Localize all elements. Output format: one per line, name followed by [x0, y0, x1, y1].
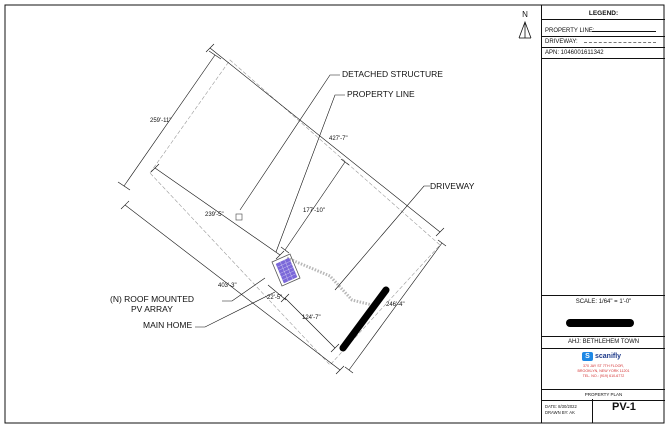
ahj: AHJ: BETHLEHEM TOWN: [542, 336, 665, 349]
pv-panel-row: [279, 267, 294, 274]
dim-177: 177'-10": [303, 208, 325, 214]
dim-246: 246'-4": [386, 302, 405, 308]
redacted-block: [566, 319, 634, 327]
label-property-line: PROPERTY LINE: [347, 89, 415, 99]
detached-structure: [235, 213, 243, 221]
company-address-2: BROOKLYN, NEW YORK 11201: [577, 369, 630, 373]
company-phone: TEL. NO.: (919) 610-6772: [582, 374, 625, 378]
pv-panel-column: [284, 259, 293, 280]
pv-panel-row: [282, 273, 296, 280]
dim-124: 124'-7": [302, 315, 321, 321]
label-main-home: MAIN HOME: [143, 320, 192, 330]
scale-note: SCALE: 1/64" = 1'-0": [542, 295, 665, 308]
leader-lines: [195, 74, 430, 328]
legend-driveway-swatch: [584, 42, 656, 43]
pv-array-grid: [277, 259, 296, 282]
pv-panel-row: [277, 261, 291, 268]
title-block: LEGEND: PROPERTY LINE: DRIVEWAY: APN: 10…: [541, 5, 665, 423]
date: DATE: 8/30/2022: [545, 404, 577, 409]
driveway-line: [286, 256, 373, 307]
legend-driveway-label: DRIVEWAY:: [545, 39, 578, 45]
company-address-1: 370 JAY ST 7TH FLOOR,: [583, 364, 624, 368]
legend-property-line: PROPERTY LINE:: [542, 26, 665, 37]
dim-403: 403'-3": [218, 283, 237, 289]
drawn-by: DRAWN BY: AK: [545, 410, 575, 415]
legend-driveway: DRIVEWAY:: [542, 37, 665, 48]
pv-panel-column: [280, 261, 289, 282]
pv-panel-row: [281, 270, 295, 277]
dim-259: 259'-11": [150, 118, 172, 124]
legend-apn: APN: 1046001611342: [542, 48, 665, 59]
pv-panel-row: [278, 264, 292, 271]
label-roof-array-2: PV ARRAY: [131, 304, 173, 314]
dim-22: 22'-5": [267, 295, 282, 301]
legend-title: LEGEND:: [542, 8, 665, 20]
label-detached-structure: DETACHED STRUCTURE: [342, 69, 443, 79]
north-arrow-icon: [518, 20, 532, 39]
sheet-name: PROPERTY PLAN: [542, 389, 665, 401]
title-divider: [592, 399, 593, 423]
north-label: N: [522, 10, 528, 19]
redaction-bar: [339, 286, 390, 352]
dimension-lines: [117, 43, 447, 375]
main-home: [271, 253, 301, 287]
sheet-number: PV-1: [612, 401, 636, 413]
sheet-border: [4, 4, 665, 424]
dim-239: 239'-5": [205, 212, 224, 218]
label-driveway: DRIVEWAY: [430, 181, 475, 191]
dim-427: 427'-7": [329, 136, 348, 142]
scanifly-logo-icon: S: [582, 352, 593, 361]
company-logo: S scanifly: [582, 351, 621, 362]
property-boundary: [149, 59, 441, 366]
legend-property-line-label: PROPERTY LINE:: [545, 28, 595, 34]
label-roof-array-1: (N) ROOF MOUNTED: [110, 294, 194, 304]
company-name: scanifly: [595, 353, 622, 360]
legend-property-line-swatch: [592, 31, 656, 32]
